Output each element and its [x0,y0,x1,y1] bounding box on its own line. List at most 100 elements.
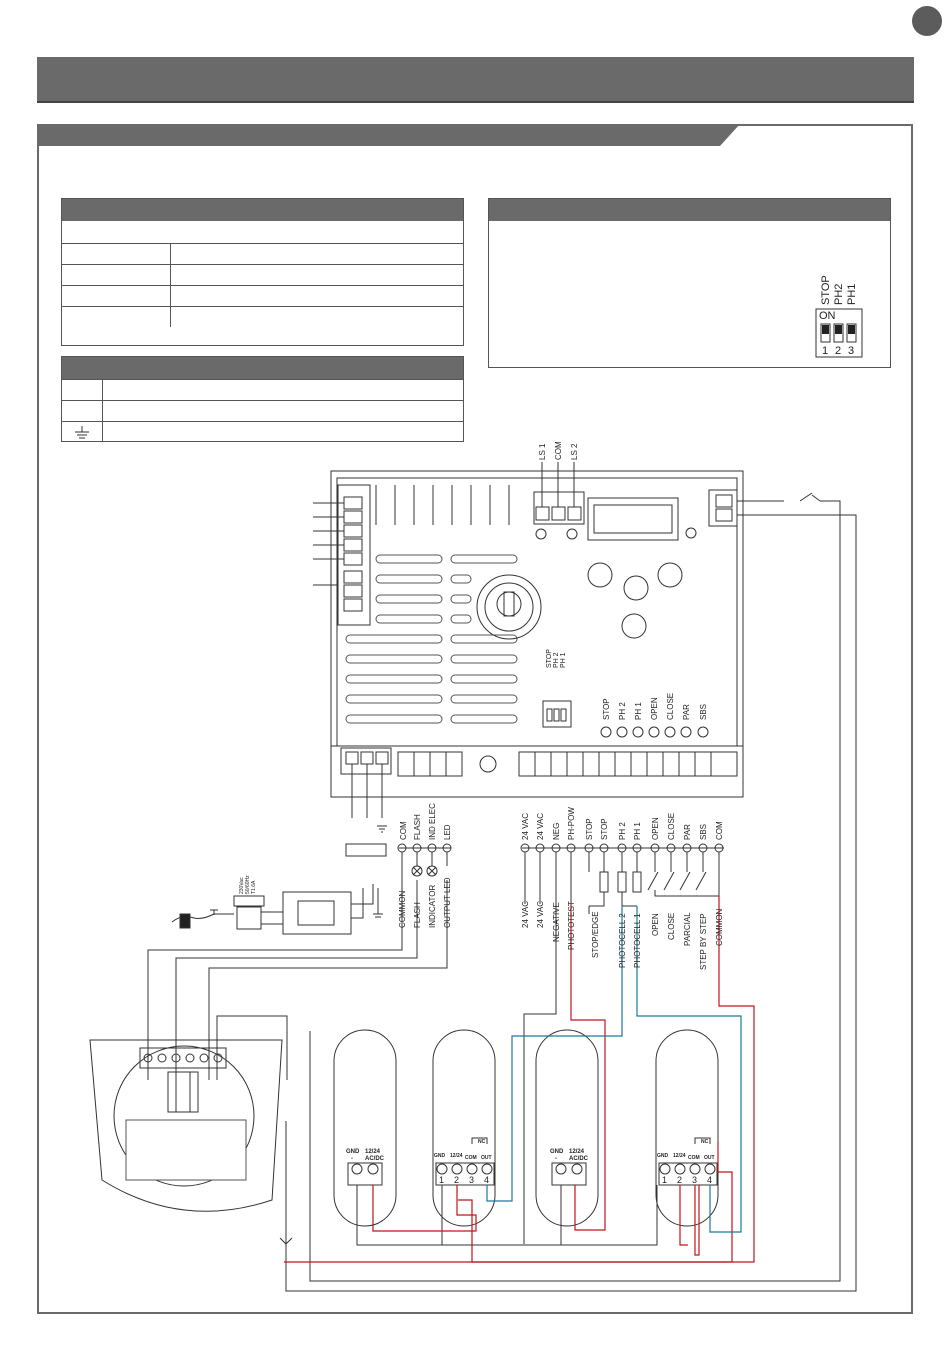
control-terminal-label: OPEN [651,817,660,840]
tx1-v: 12/24 [365,1149,381,1155]
tx1-acdc: AC/DC [365,1156,385,1162]
flash-desc-label: OUTPUT LED [443,877,452,928]
flash-terminal-label: COM [399,821,408,840]
flash-terminal-label: LED [443,824,452,840]
ls2-label: LS 2 [570,443,579,460]
antenna-connector [708,489,738,527]
rx2-num: 2 [677,1175,682,1185]
board-button-label: SBS [699,704,708,720]
rx1-label: OUT [481,1155,492,1161]
dip-number-2: 2 [835,345,841,357]
flash-terminal-label: IND ELEC [428,803,437,840]
control-desc-label: 24 VAC [536,901,545,928]
control-terminal-label: CLOSE [667,813,676,840]
flash-desc-label: FLASH [413,902,422,928]
rx2-num: 3 [692,1175,697,1185]
tx2-gnd: GND [550,1149,564,1155]
board-button-label: CLOSE [666,693,675,720]
rx1-num: 1 [439,1175,444,1185]
limit-switch-connector [533,491,585,525]
power-table-row [62,400,463,421]
tx2-acdc: AC/DC [569,1156,589,1162]
control-desc-label: PHOTOTEST [567,901,576,950]
control-desc-label: PHOTOCELL 2 [618,913,627,968]
board-dip-label: PH 2 [553,652,560,668]
board-button-label: STOP [602,698,611,720]
tx1-gnd: GND [346,1149,360,1155]
left-connector [337,484,371,626]
board-button [657,562,683,588]
control-desc-label: OPEN [651,913,660,936]
board-button-label: OPEN [650,697,659,720]
control-terminal-label: PAR [683,824,692,840]
photocell-rx-1 [432,1029,496,1227]
dip-switch-panel: STOP PH2 PH1 ON 1 2 3 [488,198,891,368]
rx2-label: 12/24 [673,1153,686,1159]
power-table-header [62,357,463,379]
control-terminal-label: PH 2 [618,822,627,840]
spec-table-row [62,306,463,327]
control-terminal-label: STOP [600,818,609,840]
flash-desc-label: COMMON [398,890,407,928]
tx2-v: 12/24 [569,1149,585,1155]
fuse-holder [236,906,262,930]
spec-table-row [62,264,463,285]
dip-on-label: ON [819,310,836,322]
tx1-neg: - [351,1156,353,1162]
control-terminal-label: SBS [699,824,708,840]
rx1-label: COM [465,1155,477,1161]
board-dip-label: STOP [546,649,553,668]
flash-connector [340,747,392,775]
dip-switch-figure: STOP PH2 PH1 ON 1 2 3 [815,275,863,358]
rx1-label: 12/24 [450,1153,463,1159]
ground-icon [75,426,89,439]
control-desc-label: 24 VAC [521,901,530,928]
rx2-num: 4 [707,1175,712,1185]
rx2-label: COM [688,1155,700,1161]
ls-com-label: COM [554,441,563,460]
spec-table-row [62,243,463,264]
control-desc-label: PARCIAL [683,912,692,946]
power-table-row [62,421,463,442]
photocell-tx-2 [535,1029,599,1227]
dip-panel-header [489,199,890,221]
control-desc-label: STOP/EDGE [591,911,600,958]
control-terminal-strip [518,751,738,777]
red-wires [284,896,755,1263]
flash-desc-label: INDICATOR [428,885,437,928]
rx1-label: GND [434,1153,446,1159]
board-button [621,613,647,639]
dip-number-3: 3 [848,345,854,357]
tx2-neg: - [555,1156,557,1162]
flash-terminal-label: FLASH [413,814,422,840]
rx1-num: 3 [469,1175,474,1185]
blue-wires [486,906,742,1233]
dip-label-ph1: PH1 [846,284,858,305]
display-window [587,497,679,541]
rx2-label: GND [657,1153,669,1159]
control-terminal-label: COM [715,821,724,840]
photocell-tx-1 [333,1029,397,1227]
dip-label-ph2: PH2 [833,284,845,305]
board-button [587,562,613,588]
board-button-label: PAR [682,704,691,720]
rx2-label: OUT [704,1155,715,1161]
board-dip-label: PH 1 [560,652,567,668]
fuse-spec: 230Vac [239,877,245,894]
board-button [623,575,649,601]
rx2-num: 1 [662,1175,667,1185]
fuse-spec: 50/60Hz [245,875,251,894]
control-desc-label: COMMON [715,908,724,946]
control-terminal-label: 24 VAC [536,813,545,840]
control-terminal-label: PH-POW [567,807,576,840]
dip-label-stop: STOP [820,275,832,305]
page-title-bar [37,57,914,103]
rx1-num: 2 [454,1175,459,1185]
control-terminal-label: PH 1 [633,822,642,840]
control-board [330,470,744,798]
rx2-nc: NC [701,1139,709,1145]
rx1-nc: NC [478,1139,486,1145]
dip-number-1: 1 [822,345,828,357]
control-terminal-label: NEG [552,823,561,840]
